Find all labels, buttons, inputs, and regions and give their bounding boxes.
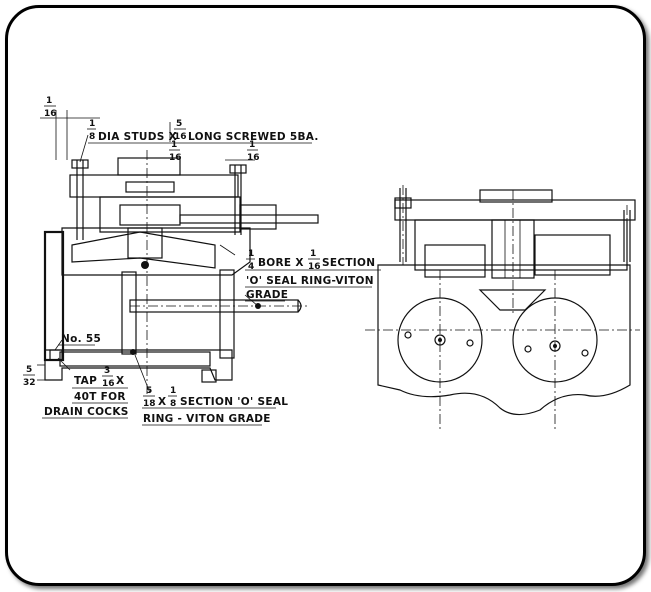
frac-1-16-mid-a-num: 1: [171, 140, 177, 150]
section-oseal-text: SECTION 'O' SEAL: [180, 396, 288, 408]
right-end-view: [365, 185, 640, 430]
frac-1-16-mid-b-num: 1: [249, 140, 255, 150]
x-text: X: [158, 396, 166, 408]
frac-1-16-top-den: 16: [44, 109, 57, 119]
frac-3-16-num: 3: [104, 366, 110, 376]
frac-1-16-top-num: 1: [46, 96, 52, 106]
frac-5-18-num: 5: [146, 386, 152, 396]
bore-text: BORE X: [258, 257, 304, 269]
frac-1-8-den: 8: [89, 132, 95, 142]
frac-1-8-b-num: 1: [170, 386, 176, 396]
forty-t-text: 40T FOR: [74, 391, 126, 403]
frac-5-16-den: 16: [174, 132, 187, 142]
frac-1-4-num: 1: [248, 249, 254, 259]
no55-label: No. 55: [61, 333, 101, 345]
frac-1-16-mid-a-den: 16: [169, 153, 182, 163]
frac-5-32-num: 5: [26, 365, 32, 375]
frac-5-32-den: 32: [23, 378, 36, 388]
tap-x: X: [116, 375, 124, 387]
frac-3-16-den: 16: [102, 379, 115, 389]
annotation-labels: 1 16 1 8 DIA STUDS X 5 16 LONG SCREWED 5…: [23, 96, 381, 426]
grade-line: GRADE: [246, 289, 288, 301]
frac-5-16-num: 5: [176, 119, 182, 129]
frac-1-16-bore-den: 16: [308, 262, 321, 272]
studs-text: DIA STUDS X: [98, 131, 177, 143]
left-section-view: [40, 110, 319, 395]
ring-viton-text: RING - VITON GRADE: [143, 413, 271, 425]
long-text: LONG SCREWED 5BA.: [188, 131, 319, 143]
frac-1-16-bore-num: 1: [310, 249, 316, 259]
frac-5-18-den: 18: [143, 399, 156, 409]
frac-1-16-mid-b-den: 16: [247, 153, 260, 163]
tap-text: TAP: [74, 375, 97, 387]
oseal-line: 'O' SEAL RING-VITON: [246, 275, 374, 287]
section-text: SECTION: [322, 257, 375, 269]
frac-1-8-b-den: 8: [170, 399, 176, 409]
frac-1-8-num: 1: [89, 119, 95, 129]
frac-1-4-den: 4: [248, 262, 254, 272]
drain-cocks-text: DRAIN COCKS: [44, 406, 129, 418]
